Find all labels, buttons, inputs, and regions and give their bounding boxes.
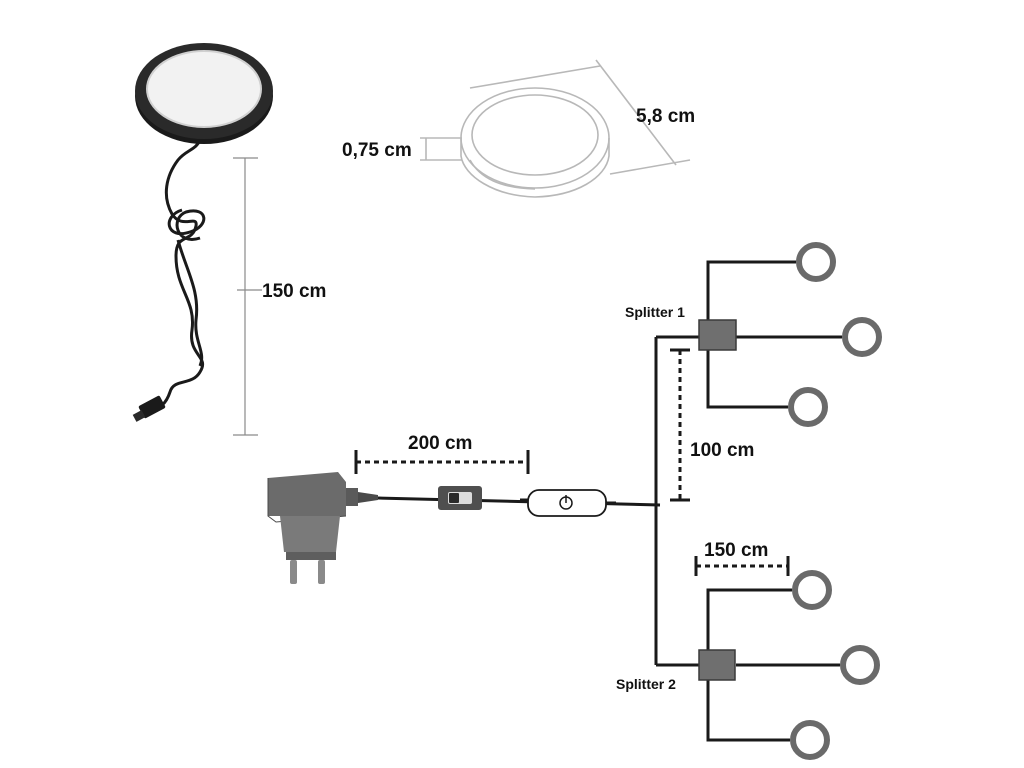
diameter-label: 5,8 cm [636, 106, 695, 127]
light-ring [840, 645, 880, 685]
puck-face-shade [146, 50, 262, 128]
splitter-1-label: Splitter 1 [625, 304, 685, 320]
puck-cable-coil [167, 208, 206, 367]
trunk-wiring [654, 335, 700, 667]
splitter-2-label: Splitter 2 [616, 676, 676, 692]
puck-connector-tip [132, 410, 146, 422]
led-puck-photo [132, 43, 273, 422]
main-wire [377, 496, 661, 507]
plug-adapter-icon [267, 472, 378, 584]
light-ring [790, 720, 830, 760]
inline-switch [438, 486, 482, 510]
cable-length-label: 150 cm [262, 281, 326, 302]
splitter-2-group: Splitter 2 [616, 570, 880, 760]
splitter-1-box [698, 319, 737, 351]
touch-dimmer [520, 489, 616, 517]
touch-dimmer-icon [520, 489, 616, 517]
light-ring [796, 242, 836, 282]
splitter-2-box [698, 649, 736, 681]
splitter-spacing-label: 100 cm [690, 440, 754, 461]
light-ring [788, 387, 828, 427]
puck-cable [151, 139, 205, 412]
puck-face [147, 51, 261, 127]
splitter-spacing-dimension: 100 cm [670, 348, 754, 502]
cable-length-dimension: 150 cm [233, 157, 326, 436]
light-ring [792, 570, 832, 610]
main-cable-dimension: 200 cm [354, 433, 530, 474]
branch-cable-label: 150 cm [704, 540, 768, 561]
splitter-1-group: Splitter 1 [625, 242, 882, 427]
puck-outline-drawing [420, 59, 691, 198]
branch-cable-dimension: 150 cm [694, 540, 790, 576]
rocker-switch-icon [438, 486, 482, 510]
power-adapter [267, 472, 378, 584]
puck-connector [138, 395, 166, 419]
light-ring [842, 317, 882, 357]
height-label: 0,75 cm [342, 140, 412, 161]
main-cable-label: 200 cm [408, 433, 472, 454]
